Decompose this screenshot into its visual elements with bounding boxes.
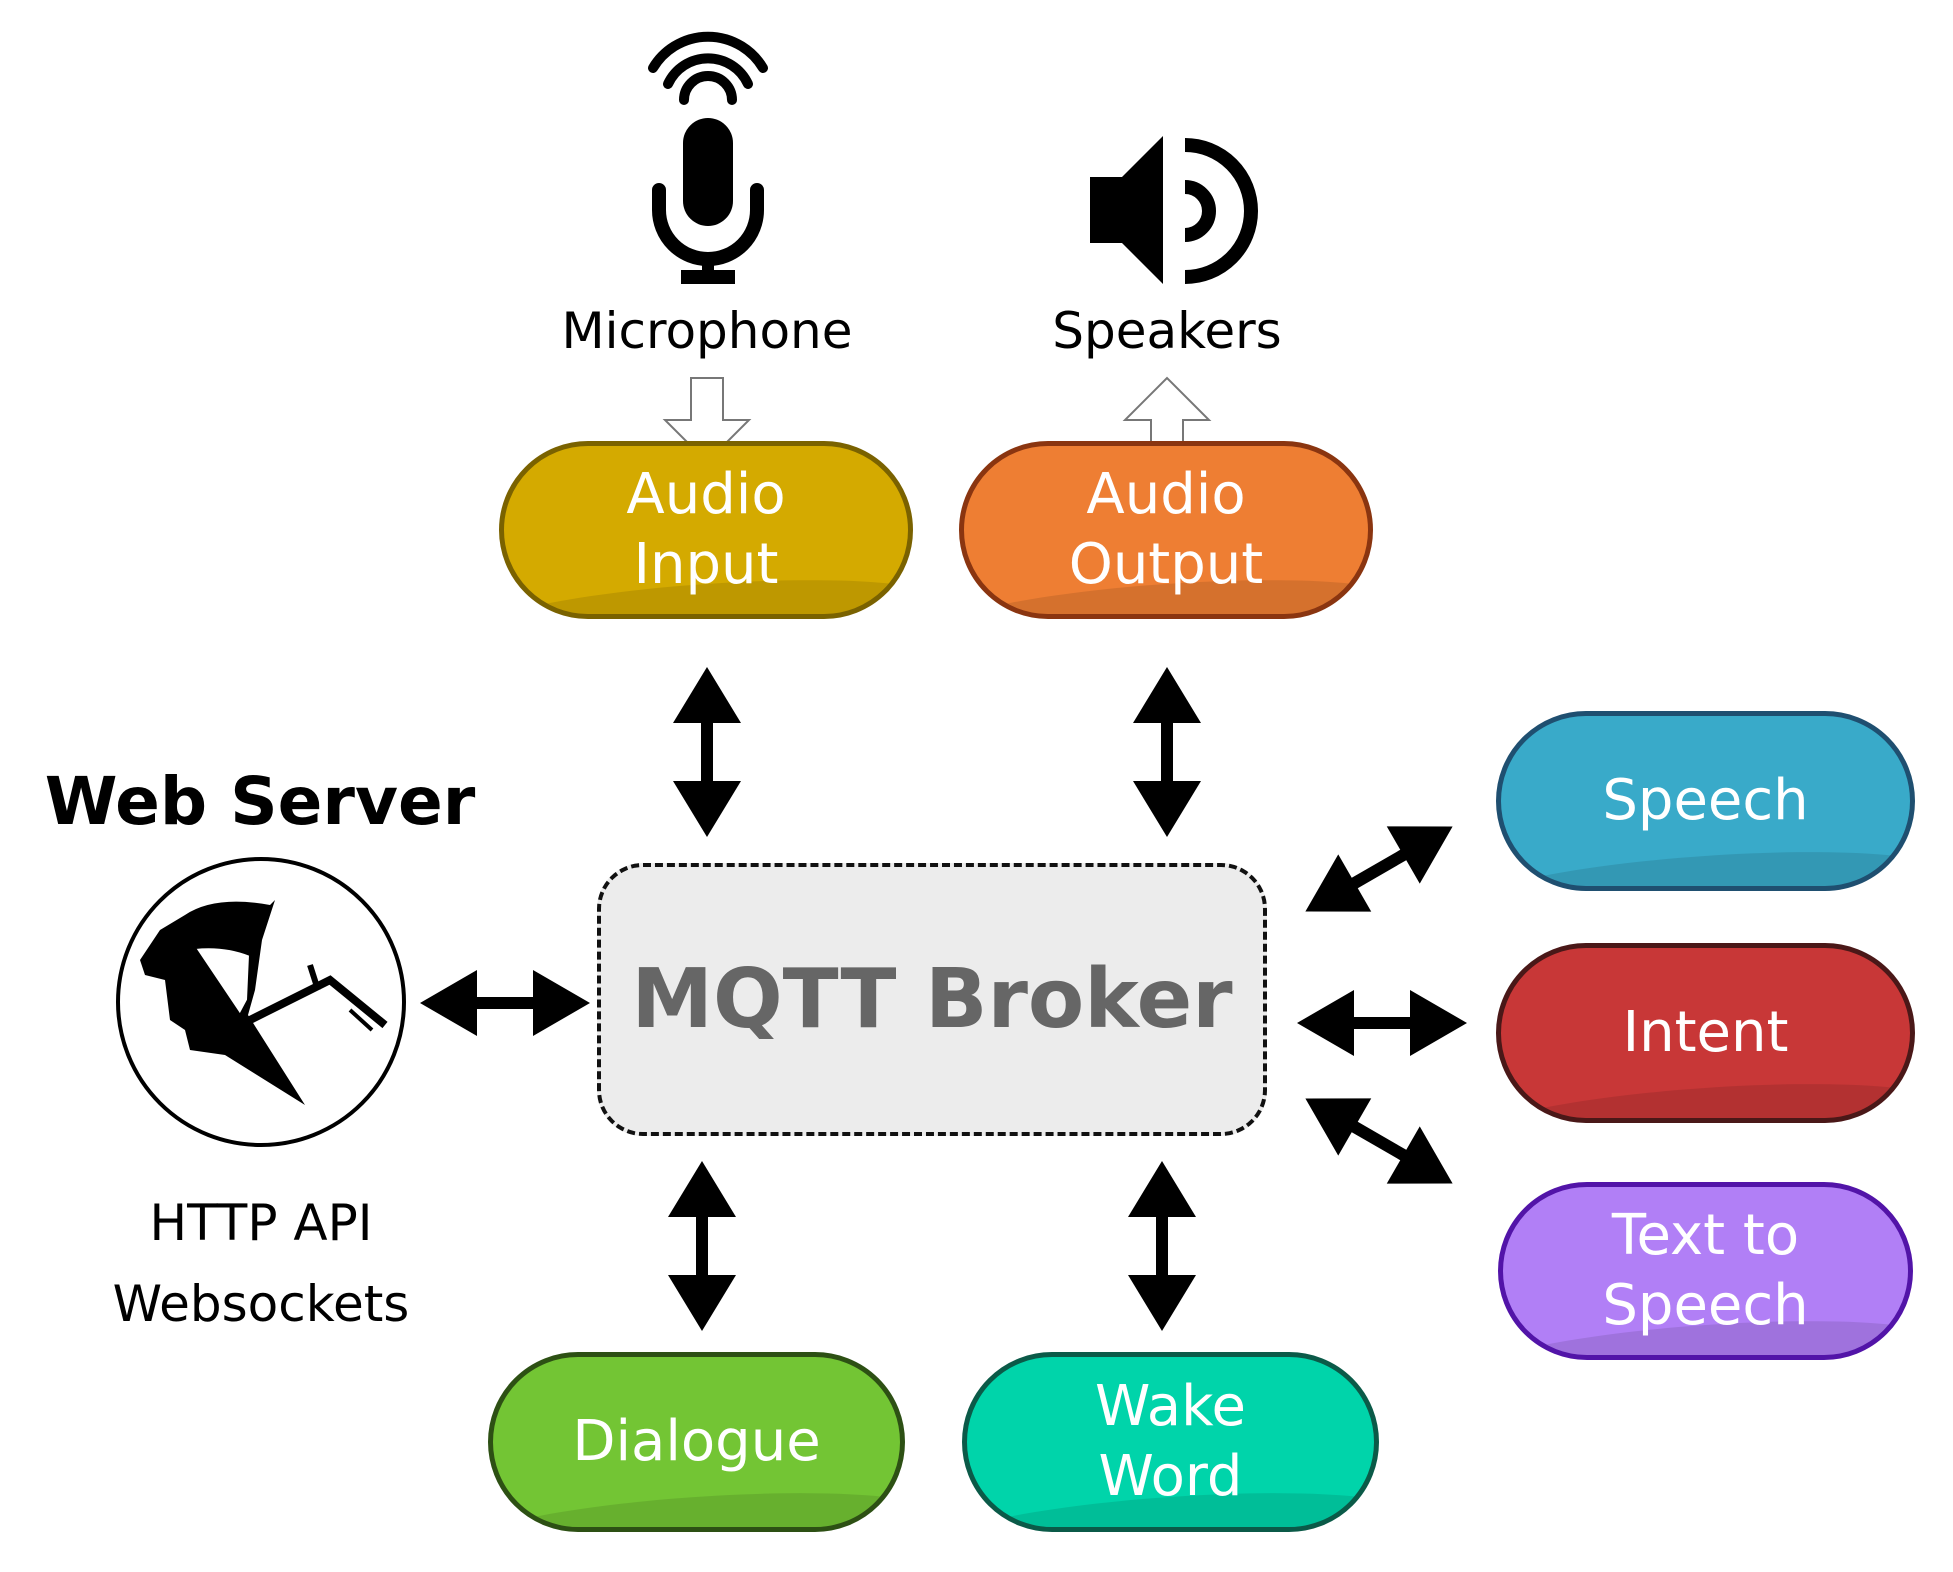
double-arrow-icon <box>420 667 1467 1331</box>
dialogue-line-1: Dialogue <box>572 1409 821 1474</box>
wake-word-line-1: Wake <box>1095 1374 1246 1439</box>
wake-word-service[interactable]: Wake Word <box>962 1352 1379 1532</box>
text-to-speech-service[interactable]: Text to Speech <box>1498 1182 1913 1360</box>
tts-line-2: Speech <box>1602 1273 1809 1338</box>
speaker-icon <box>1090 136 1258 284</box>
tts-line-1: Text to <box>1611 1203 1800 1268</box>
websockets-label: Websockets <box>112 1275 410 1333</box>
arrow-speech-broker <box>1305 826 1453 912</box>
arrow-dialogue-broker <box>668 1161 736 1331</box>
web-server-title: Web Server <box>44 763 476 840</box>
intent-service[interactable]: Intent <box>1496 943 1915 1123</box>
audio-input-line-2: Input <box>633 532 779 597</box>
arrow-wakeword-broker <box>1128 1161 1196 1331</box>
arrow-intent-broker <box>1297 990 1467 1056</box>
mqtt-broker[interactable]: MQTT Broker <box>597 863 1267 1136</box>
hooded-figure-icon <box>116 857 406 1147</box>
audio-output-line-2: Output <box>1068 532 1264 597</box>
speech-line-1: Speech <box>1602 768 1809 833</box>
audio-output-line-1: Audio <box>1086 462 1246 527</box>
speech-service[interactable]: Speech <box>1496 711 1915 891</box>
arrow-audio-input-broker <box>673 667 741 837</box>
intent-line-1: Intent <box>1622 1000 1789 1065</box>
arrow-webserver-broker <box>420 970 590 1036</box>
arrow-tts-broker <box>1305 1098 1453 1184</box>
arrow-audio-output-broker <box>1133 667 1201 837</box>
audio-input-service[interactable]: Audio Input <box>499 441 913 619</box>
audio-output-service[interactable]: Audio Output <box>959 441 1373 619</box>
microphone-icon <box>648 31 768 284</box>
wake-word-line-2: Word <box>1098 1444 1243 1509</box>
mqtt-broker-label: MQTT Broker <box>631 952 1233 1047</box>
speakers-label: Speakers <box>1052 302 1282 360</box>
dialogue-service[interactable]: Dialogue <box>488 1352 905 1532</box>
http-api-label: HTTP API <box>149 1194 373 1252</box>
microphone-label: Microphone <box>561 302 853 360</box>
audio-input-line-1: Audio <box>626 462 786 527</box>
